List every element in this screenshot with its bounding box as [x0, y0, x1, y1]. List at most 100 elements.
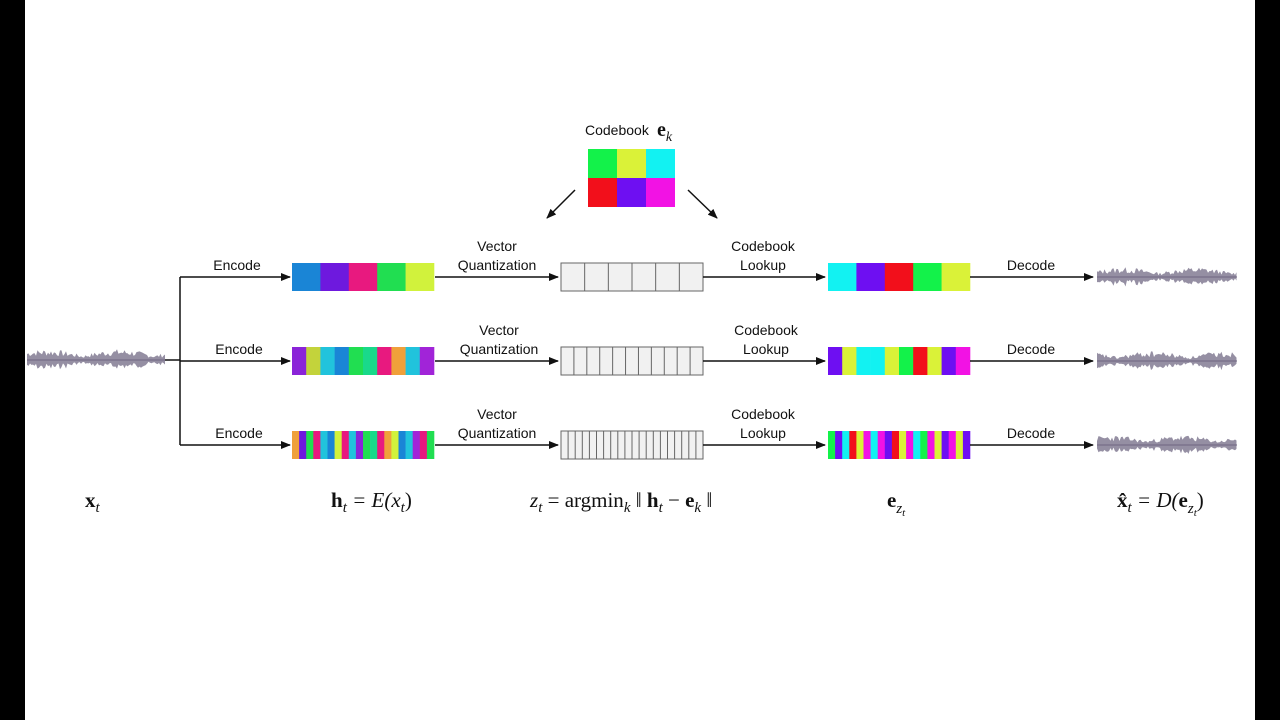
strip-cell — [934, 431, 942, 459]
strip-cell — [426, 431, 435, 459]
strip-cell — [292, 263, 321, 291]
eq-embed: ezt — [887, 488, 906, 519]
lookup-label-1: Codebook — [731, 406, 796, 422]
encode-label: Encode — [215, 425, 263, 441]
strip-cell — [913, 431, 921, 459]
strip-cell — [299, 431, 307, 459]
strip-cell — [348, 347, 364, 375]
row-medium: Encode Vector Quantization Codebook Look… — [180, 322, 1237, 376]
lookup-label-1: Codebook — [731, 238, 796, 254]
quant-strip — [560, 430, 704, 460]
codebook-symbol: ek — [657, 119, 673, 145]
strip-cell — [405, 431, 413, 459]
strip-cell — [870, 431, 878, 459]
strip-cell — [306, 347, 321, 375]
hidden-strip — [292, 263, 435, 291]
strip-cell — [334, 347, 350, 375]
strip-cell — [863, 431, 871, 459]
strip-cell — [334, 431, 342, 459]
strip-cell — [920, 431, 928, 459]
codebook-cell — [588, 149, 617, 178]
decode-label: Decode — [1007, 341, 1055, 357]
strip-cell — [419, 347, 435, 375]
output-waveform — [1097, 267, 1237, 287]
strip-cell — [377, 263, 406, 291]
output-waveform — [1097, 435, 1237, 454]
strip-cell — [842, 431, 850, 459]
strip-cell — [828, 431, 836, 459]
strip-cell — [412, 431, 421, 459]
decode-label: Decode — [1007, 425, 1055, 441]
codebook-grid — [588, 149, 675, 207]
strip-cell — [313, 431, 321, 459]
strip-cell — [941, 431, 949, 459]
codebook-cell — [617, 178, 646, 207]
codebook-cell — [646, 178, 675, 207]
eq-input: xt — [85, 488, 101, 516]
strip-cell — [348, 263, 378, 291]
row-coarse: Encode Vector Quantization Codebook Look… — [180, 238, 1237, 292]
vq-label-1: Vector — [479, 322, 519, 338]
embed-strip — [828, 431, 971, 459]
embed-strip — [828, 263, 971, 291]
encode-label: Encode — [213, 257, 261, 273]
strip-cell — [320, 263, 350, 291]
strip-cell — [320, 347, 335, 375]
strip-cell — [391, 431, 399, 459]
strip-cell — [927, 347, 942, 375]
strip-cell — [884, 347, 900, 375]
strip-cell — [828, 347, 843, 375]
codebook-cell — [588, 178, 617, 207]
strip-cell — [941, 263, 971, 291]
strip-cell — [899, 347, 914, 375]
strip-cell — [955, 347, 971, 375]
lookup-label-2: Lookup — [740, 257, 786, 273]
strip-cell — [384, 431, 392, 459]
strip-cell — [906, 431, 914, 459]
strip-cell — [405, 347, 421, 375]
strip-cell — [828, 263, 857, 291]
strip-cell — [849, 431, 857, 459]
eq-hidden: ht = E(xt) — [331, 488, 412, 516]
hidden-strip — [292, 431, 435, 459]
vq-label-2: Quantization — [458, 257, 537, 273]
strip-cell — [899, 431, 907, 459]
codebook-arrow-right — [687, 189, 718, 219]
vq-label-2: Quantization — [458, 425, 537, 441]
strip-cell — [306, 431, 314, 459]
hidden-strip — [292, 347, 435, 375]
strip-cell — [877, 431, 886, 459]
strip-cell — [884, 431, 893, 459]
waveform-path — [27, 349, 165, 370]
codebook: Codebook ek — [546, 119, 718, 219]
strip-cell — [941, 347, 957, 375]
strip-cell — [419, 431, 428, 459]
decode-label: Decode — [1007, 257, 1055, 273]
strip-cell — [856, 347, 871, 375]
strip-cell — [363, 347, 378, 375]
strip-cell — [891, 431, 900, 459]
lookup-label-2: Lookup — [740, 425, 786, 441]
vq-vae-diagram: Codebook ek Encode Vector Quantization C… — [27, 119, 1237, 519]
strip-cell — [341, 431, 350, 459]
strip-cell — [962, 431, 971, 459]
lookup-label-1: Codebook — [734, 322, 799, 338]
quant-strip — [560, 262, 704, 292]
strip-cell — [377, 347, 392, 375]
lookup-label-2: Lookup — [743, 341, 789, 357]
vq-label-1: Vector — [477, 406, 517, 422]
strip-cell — [913, 263, 942, 291]
strip-cell — [856, 263, 886, 291]
vq-label-1: Vector — [477, 238, 517, 254]
strip-cell — [327, 431, 335, 459]
encode-label: Encode — [215, 341, 263, 357]
strip-cell — [948, 431, 957, 459]
row-fine: Encode Vector Quantization Codebook Look… — [180, 406, 1237, 460]
strip-cell — [842, 347, 857, 375]
strip-cell — [913, 347, 928, 375]
embed-strip — [828, 347, 971, 375]
strip-cell — [292, 431, 300, 459]
quant-frame — [560, 346, 704, 376]
strip-cell — [870, 347, 886, 375]
diagram-canvas: Codebook ek Encode Vector Quantization C… — [25, 0, 1255, 720]
